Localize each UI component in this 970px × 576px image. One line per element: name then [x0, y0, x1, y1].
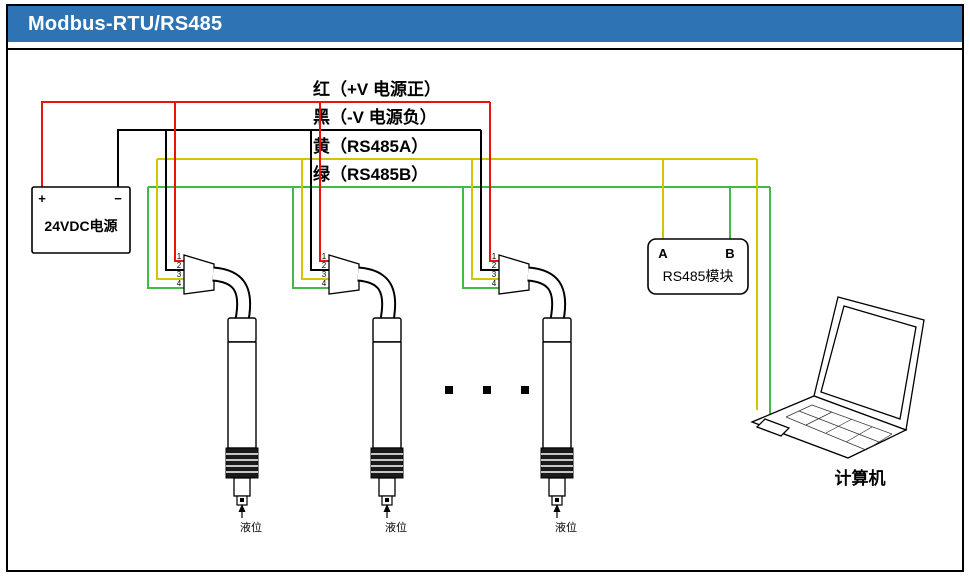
title-bar: Modbus-RTU/RS485	[8, 6, 962, 42]
laptop-base	[750, 395, 908, 459]
laptop-trackpad	[755, 418, 791, 437]
laptop-screen-display	[820, 305, 917, 420]
header-gap	[8, 42, 962, 48]
terminal-a-label: A	[658, 246, 668, 261]
power-supply-label: 24VDC电源	[44, 218, 117, 234]
keyboard-grid	[785, 404, 893, 451]
rs485-module-label: RS485模块	[663, 268, 734, 284]
rs485-module: A B RS485模块	[647, 238, 749, 295]
red-wire-label: 红（+V 电源正）	[313, 79, 441, 99]
terminal-b-label: B	[725, 246, 734, 261]
green-wire-label: 绿（RS485B）	[313, 164, 428, 184]
power-negative-bus-wire	[117, 129, 481, 187]
diagram-area: 1 2 3 4	[8, 48, 962, 570]
page-title: Modbus-RTU/RS485	[28, 12, 223, 35]
power-supply-box	[31, 186, 131, 254]
ellipsis-dot	[445, 386, 453, 394]
black-wire-label: 黑（-V 电源负）	[313, 107, 437, 127]
ellipsis-dot	[521, 386, 529, 394]
laptop	[750, 296, 925, 459]
rs485-module-box	[647, 238, 749, 295]
yellow-wire-label: 黄（RS485A）	[313, 136, 428, 156]
diagram-page: Modbus-RTU/RS485 1 2 3 4	[6, 4, 964, 572]
sensor-1	[148, 102, 262, 534]
power-supply: + − 24VDC电源	[31, 186, 131, 254]
power-plus-terminal: +	[38, 191, 46, 206]
computer-label: 计算机	[835, 468, 886, 488]
ellipsis-dots	[445, 386, 529, 394]
power-positive-bus-wire	[41, 101, 490, 187]
wiring-diagram: 1 2 3 4	[31, 79, 925, 570]
ellipsis-dot	[483, 386, 491, 394]
sensor-3	[463, 102, 577, 534]
power-minus-terminal: −	[114, 191, 122, 206]
